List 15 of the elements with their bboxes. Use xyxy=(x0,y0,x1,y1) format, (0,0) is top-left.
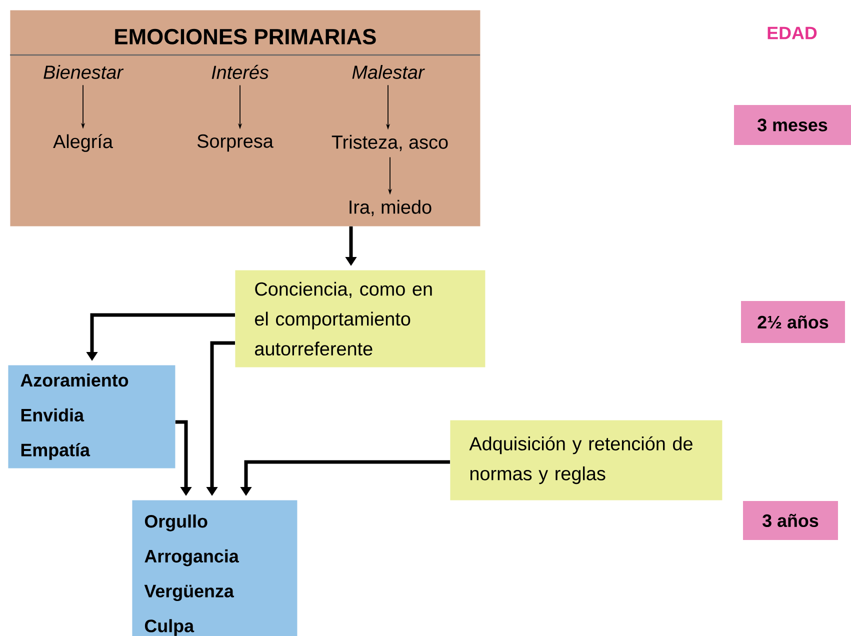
emotion-text: Sorpresa xyxy=(197,134,274,152)
age-box: 3 años xyxy=(742,500,839,541)
emotion-list-box: Azoramiento Envidia Empatía xyxy=(8,365,176,468)
concept-box: Adquisición y retención de normas y reglas xyxy=(450,420,722,500)
category-text: Malestar xyxy=(352,65,425,79)
concept-box: Conciencia, como en el comportamiento autorreferente xyxy=(235,270,486,368)
emotion-text: Ira, miedo xyxy=(350,200,432,216)
age-box: 2½ años xyxy=(740,300,846,344)
age-heading: EDAD xyxy=(768,26,817,40)
emotion-list-box: Orgullo Arrogancia Vergüenza Culpa xyxy=(132,500,298,636)
emotion-text: Alegría xyxy=(53,134,113,152)
category-text: Bienestar xyxy=(44,65,124,79)
age-box: 3 meses xyxy=(733,104,851,146)
category-text: Interés xyxy=(212,64,269,80)
emotion-text: Tristeza, asco xyxy=(332,134,448,152)
